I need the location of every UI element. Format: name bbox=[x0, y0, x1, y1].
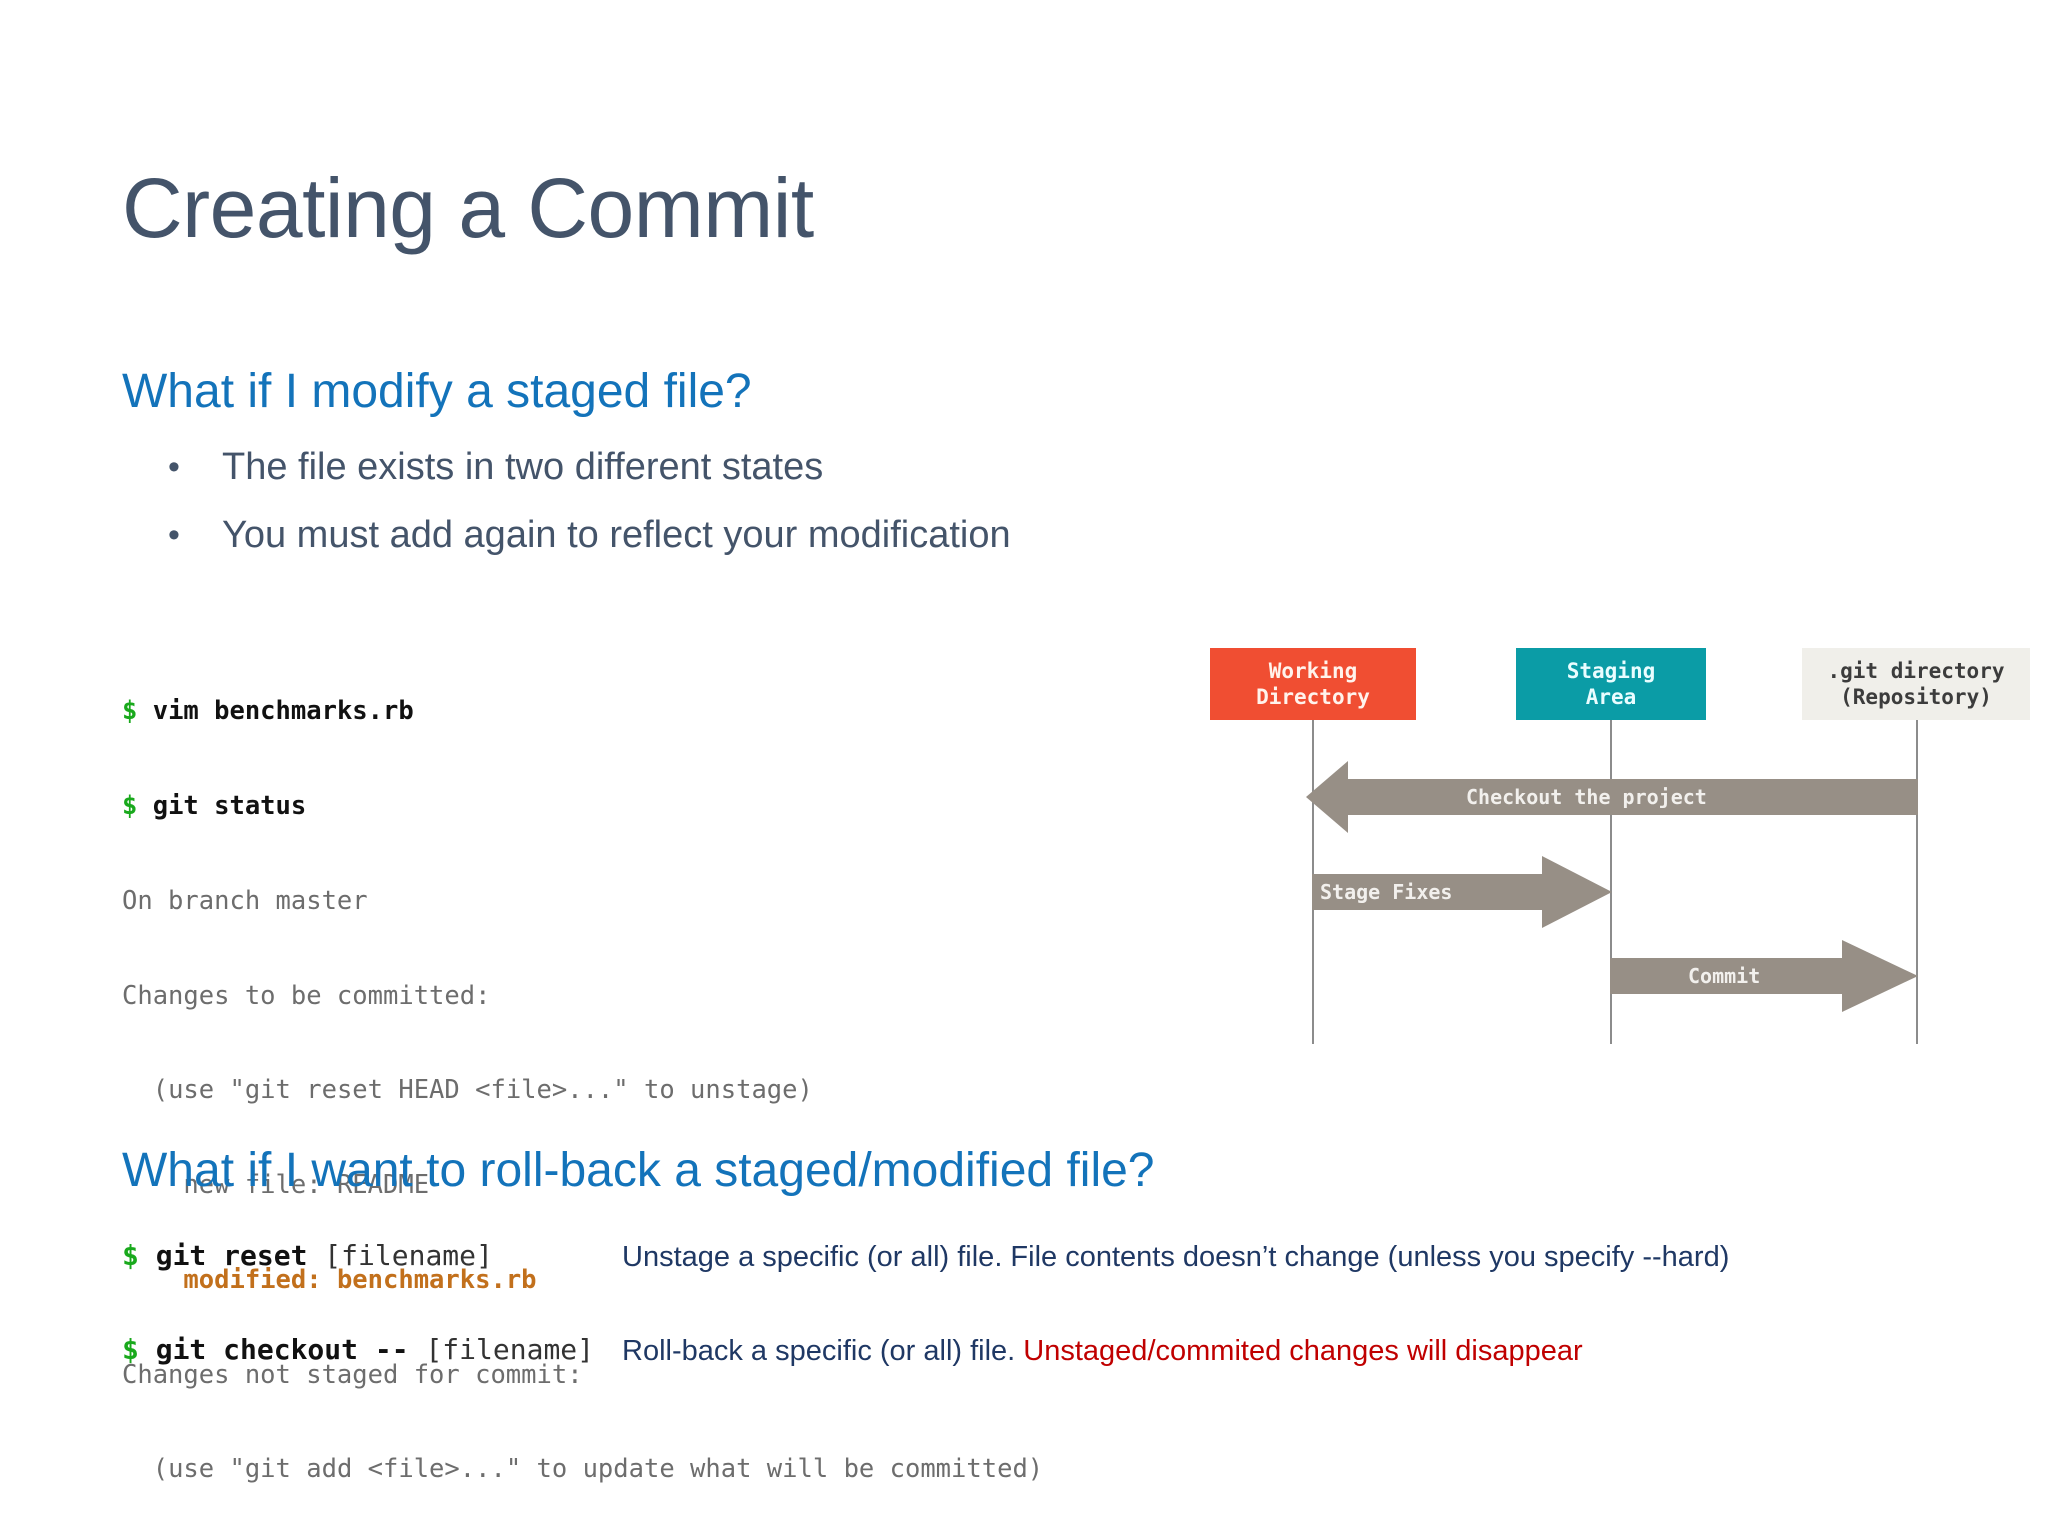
command-keyword: git reset bbox=[138, 1239, 325, 1272]
list-item: • The file exists in two different state… bbox=[160, 440, 1260, 508]
diagram-lifeline-repository bbox=[1916, 720, 1918, 1044]
bullet-text: You must add again to reflect your modif… bbox=[222, 514, 1011, 556]
terminal-output-modified-staged: modified: benchmarks.rb bbox=[122, 1264, 537, 1295]
arrow-body-stage-fixes bbox=[1312, 874, 1542, 910]
list-item: • You must add again to reflect your mod… bbox=[160, 508, 1260, 576]
arrow-label-checkout: Checkout the project bbox=[1466, 785, 1707, 809]
diagram-box-label-line1: Staging bbox=[1566, 659, 1656, 683]
command-code-git-checkout: $ git checkout -- [filename] bbox=[122, 1330, 594, 1370]
diagram-box-label-line2: (Repository) bbox=[1840, 685, 1992, 709]
prompt-symbol-icon: $ bbox=[122, 1239, 139, 1272]
diagram-box-git-directory: .git directory (Repository) bbox=[1802, 648, 2030, 720]
prompt-symbol-icon: $ bbox=[122, 696, 138, 727]
diagram-box-staging-area: Staging Area bbox=[1516, 648, 1706, 720]
bullet-text: The file exists in two different states bbox=[222, 446, 824, 488]
diagram-box-label-line1: .git directory bbox=[1827, 659, 2005, 683]
command-keyword: git checkout -- bbox=[138, 1333, 426, 1366]
description-text-blue: Roll-back a specific (or all) file. bbox=[622, 1335, 1024, 1367]
prompt-symbol-icon: $ bbox=[122, 1333, 139, 1366]
arrow-head-right-stage-fixes-icon bbox=[1542, 856, 1612, 928]
terminal-command: vim benchmarks.rb bbox=[137, 696, 414, 727]
arrow-head-right-commit-icon bbox=[1842, 940, 1918, 1012]
terminal-output-new-file: new file: README bbox=[122, 1170, 430, 1201]
section-heading-rollback-file: What if I want to roll-back a staged/mod… bbox=[122, 1144, 1155, 1197]
terminal-output-hint-add: (use "git add <file>..." to update what … bbox=[122, 1454, 1044, 1485]
diagram-box-working-directory: Working Directory bbox=[1210, 648, 1416, 720]
terminal-output-branch: On branch master bbox=[122, 885, 368, 916]
bullet-dot-icon: • bbox=[168, 516, 180, 554]
terminal-output-changes-to-be-committed: Changes to be committed: bbox=[122, 980, 491, 1011]
diagram-box-label-line2: Directory bbox=[1256, 685, 1370, 709]
section-heading-modify-staged-file: What if I modify a staged file? bbox=[122, 365, 752, 418]
git-areas-diagram: Working Directory Staging Area .git dire… bbox=[1196, 648, 2030, 1048]
description-text-blue: Unstage a specific (or all) file. File c… bbox=[622, 1241, 1730, 1273]
arrow-head-left-checkout-icon bbox=[1306, 761, 1348, 833]
terminal-line-vim: $ vim benchmarks.rb bbox=[122, 696, 1082, 728]
command-description-git-reset: Unstage a specific (or all) file. File c… bbox=[622, 1238, 1729, 1276]
bullet-dot-icon: • bbox=[168, 448, 180, 486]
arrow-body-checkout bbox=[1344, 779, 1918, 815]
diagram-box-label-line2: Area bbox=[1585, 685, 1637, 709]
arrow-label-stage-fixes: Stage Fixes bbox=[1320, 880, 1453, 904]
prompt-symbol-icon: $ bbox=[122, 790, 138, 821]
diagram-box-label-line1: Working bbox=[1268, 659, 1358, 683]
terminal-line-git-status: $ git status bbox=[122, 791, 1082, 823]
arrow-label-commit: Commit bbox=[1688, 964, 1761, 988]
page-title: Creating a Commit bbox=[122, 161, 814, 255]
terminal-transcript: $ vim benchmarks.rb $ git status On bran… bbox=[122, 633, 1082, 1536]
command-argument: [filename] bbox=[425, 1333, 595, 1366]
bullet-list: • The file exists in two different state… bbox=[160, 440, 1260, 576]
terminal-output-changes-not-staged: Changes not staged for commit: bbox=[122, 1359, 583, 1390]
description-text-red: Unstaged/commited changes will disappear bbox=[1023, 1335, 1583, 1367]
command-argument: [filename] bbox=[324, 1239, 493, 1272]
arrow-body-commit bbox=[1610, 958, 1842, 994]
terminal-output-hint-reset: (use "git reset HEAD <file>..." to unsta… bbox=[122, 1075, 813, 1106]
command-code-git-reset: $ git reset [filename] bbox=[122, 1236, 493, 1276]
terminal-command: git status bbox=[137, 790, 307, 821]
command-description-git-checkout: Roll-back a specific (or all) file. Unst… bbox=[622, 1332, 1583, 1370]
